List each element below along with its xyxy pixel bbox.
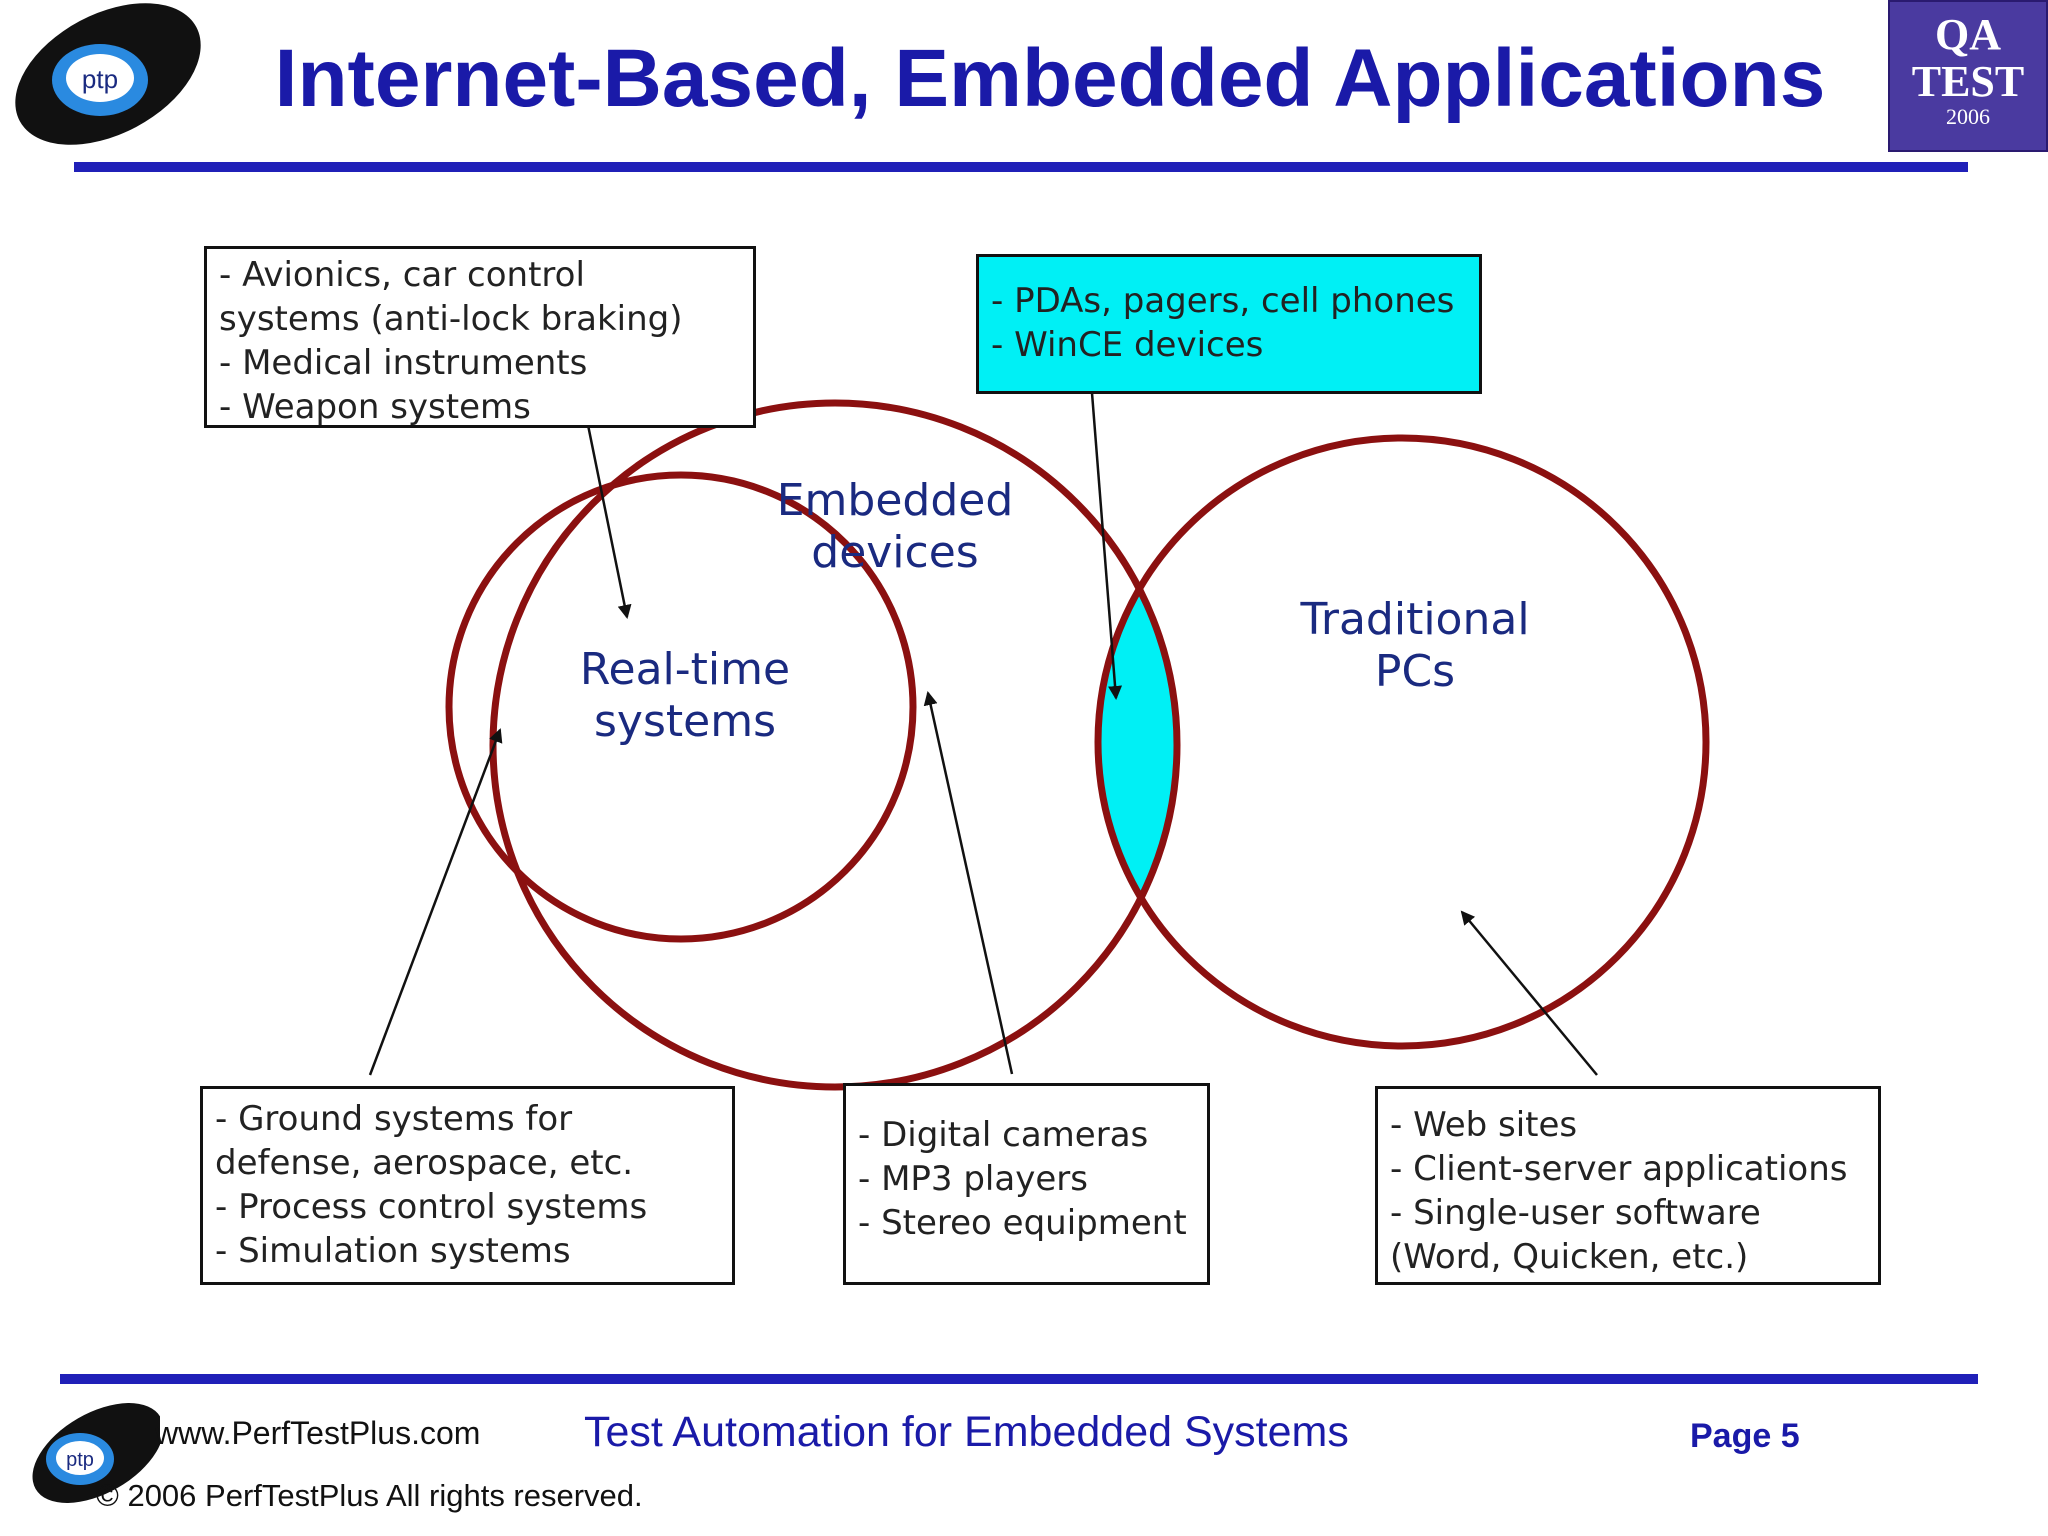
web-sites-box: - Web sites - Client-server applications… [1375, 1086, 1881, 1285]
footer-copyright: © 2006 PerfTestPlus All rights reserved. [96, 1478, 643, 1513]
ptp-logo: ptp [15, 3, 201, 145]
svg-text:ptp: ptp [82, 64, 118, 94]
embedded-circle [489, 399, 1181, 1091]
arrow-avionics [586, 424, 632, 619]
digital-cameras-box: - Digital cameras - MP3 players - Stereo… [843, 1083, 1210, 1285]
footer-ptp-logo: ptp [32, 1403, 160, 1503]
realtime-circle [445, 471, 917, 943]
embedded-devices-label: Embedded devices [776, 475, 1014, 578]
header-rule [74, 162, 1968, 172]
pda-box: - PDAs, pagers, cell phones - WinCE devi… [976, 254, 1482, 394]
realtime-systems-label: Real-time systems [579, 644, 791, 747]
page-number: Page 5 [1690, 1417, 1800, 1455]
page-title: Internet-Based, Embedded Applications [274, 33, 1826, 124]
qa-test-badge: QA TEST 2006 [1888, 0, 2048, 152]
svg-text:ptp: ptp [66, 1449, 94, 1471]
arrow-web [1460, 910, 1598, 1076]
footer-rule [60, 1374, 1978, 1384]
arrow-pda [1090, 392, 1123, 700]
arrow-ground [368, 728, 503, 1076]
pcs-circle [1094, 434, 1710, 1050]
ground-systems-box: - Ground systems for defense, aerospace,… [200, 1086, 735, 1285]
traditional-pcs-label: Traditional PCs [1300, 594, 1530, 697]
arrow-digital [923, 691, 1014, 1075]
footer-course-title: Test Automation for Embedded Systems [584, 1408, 1349, 1456]
footer-url[interactable]: www.PerfTestPlus.com [155, 1415, 481, 1451]
avionics-box: - Avionics, car control systems (anti-lo… [204, 246, 756, 428]
